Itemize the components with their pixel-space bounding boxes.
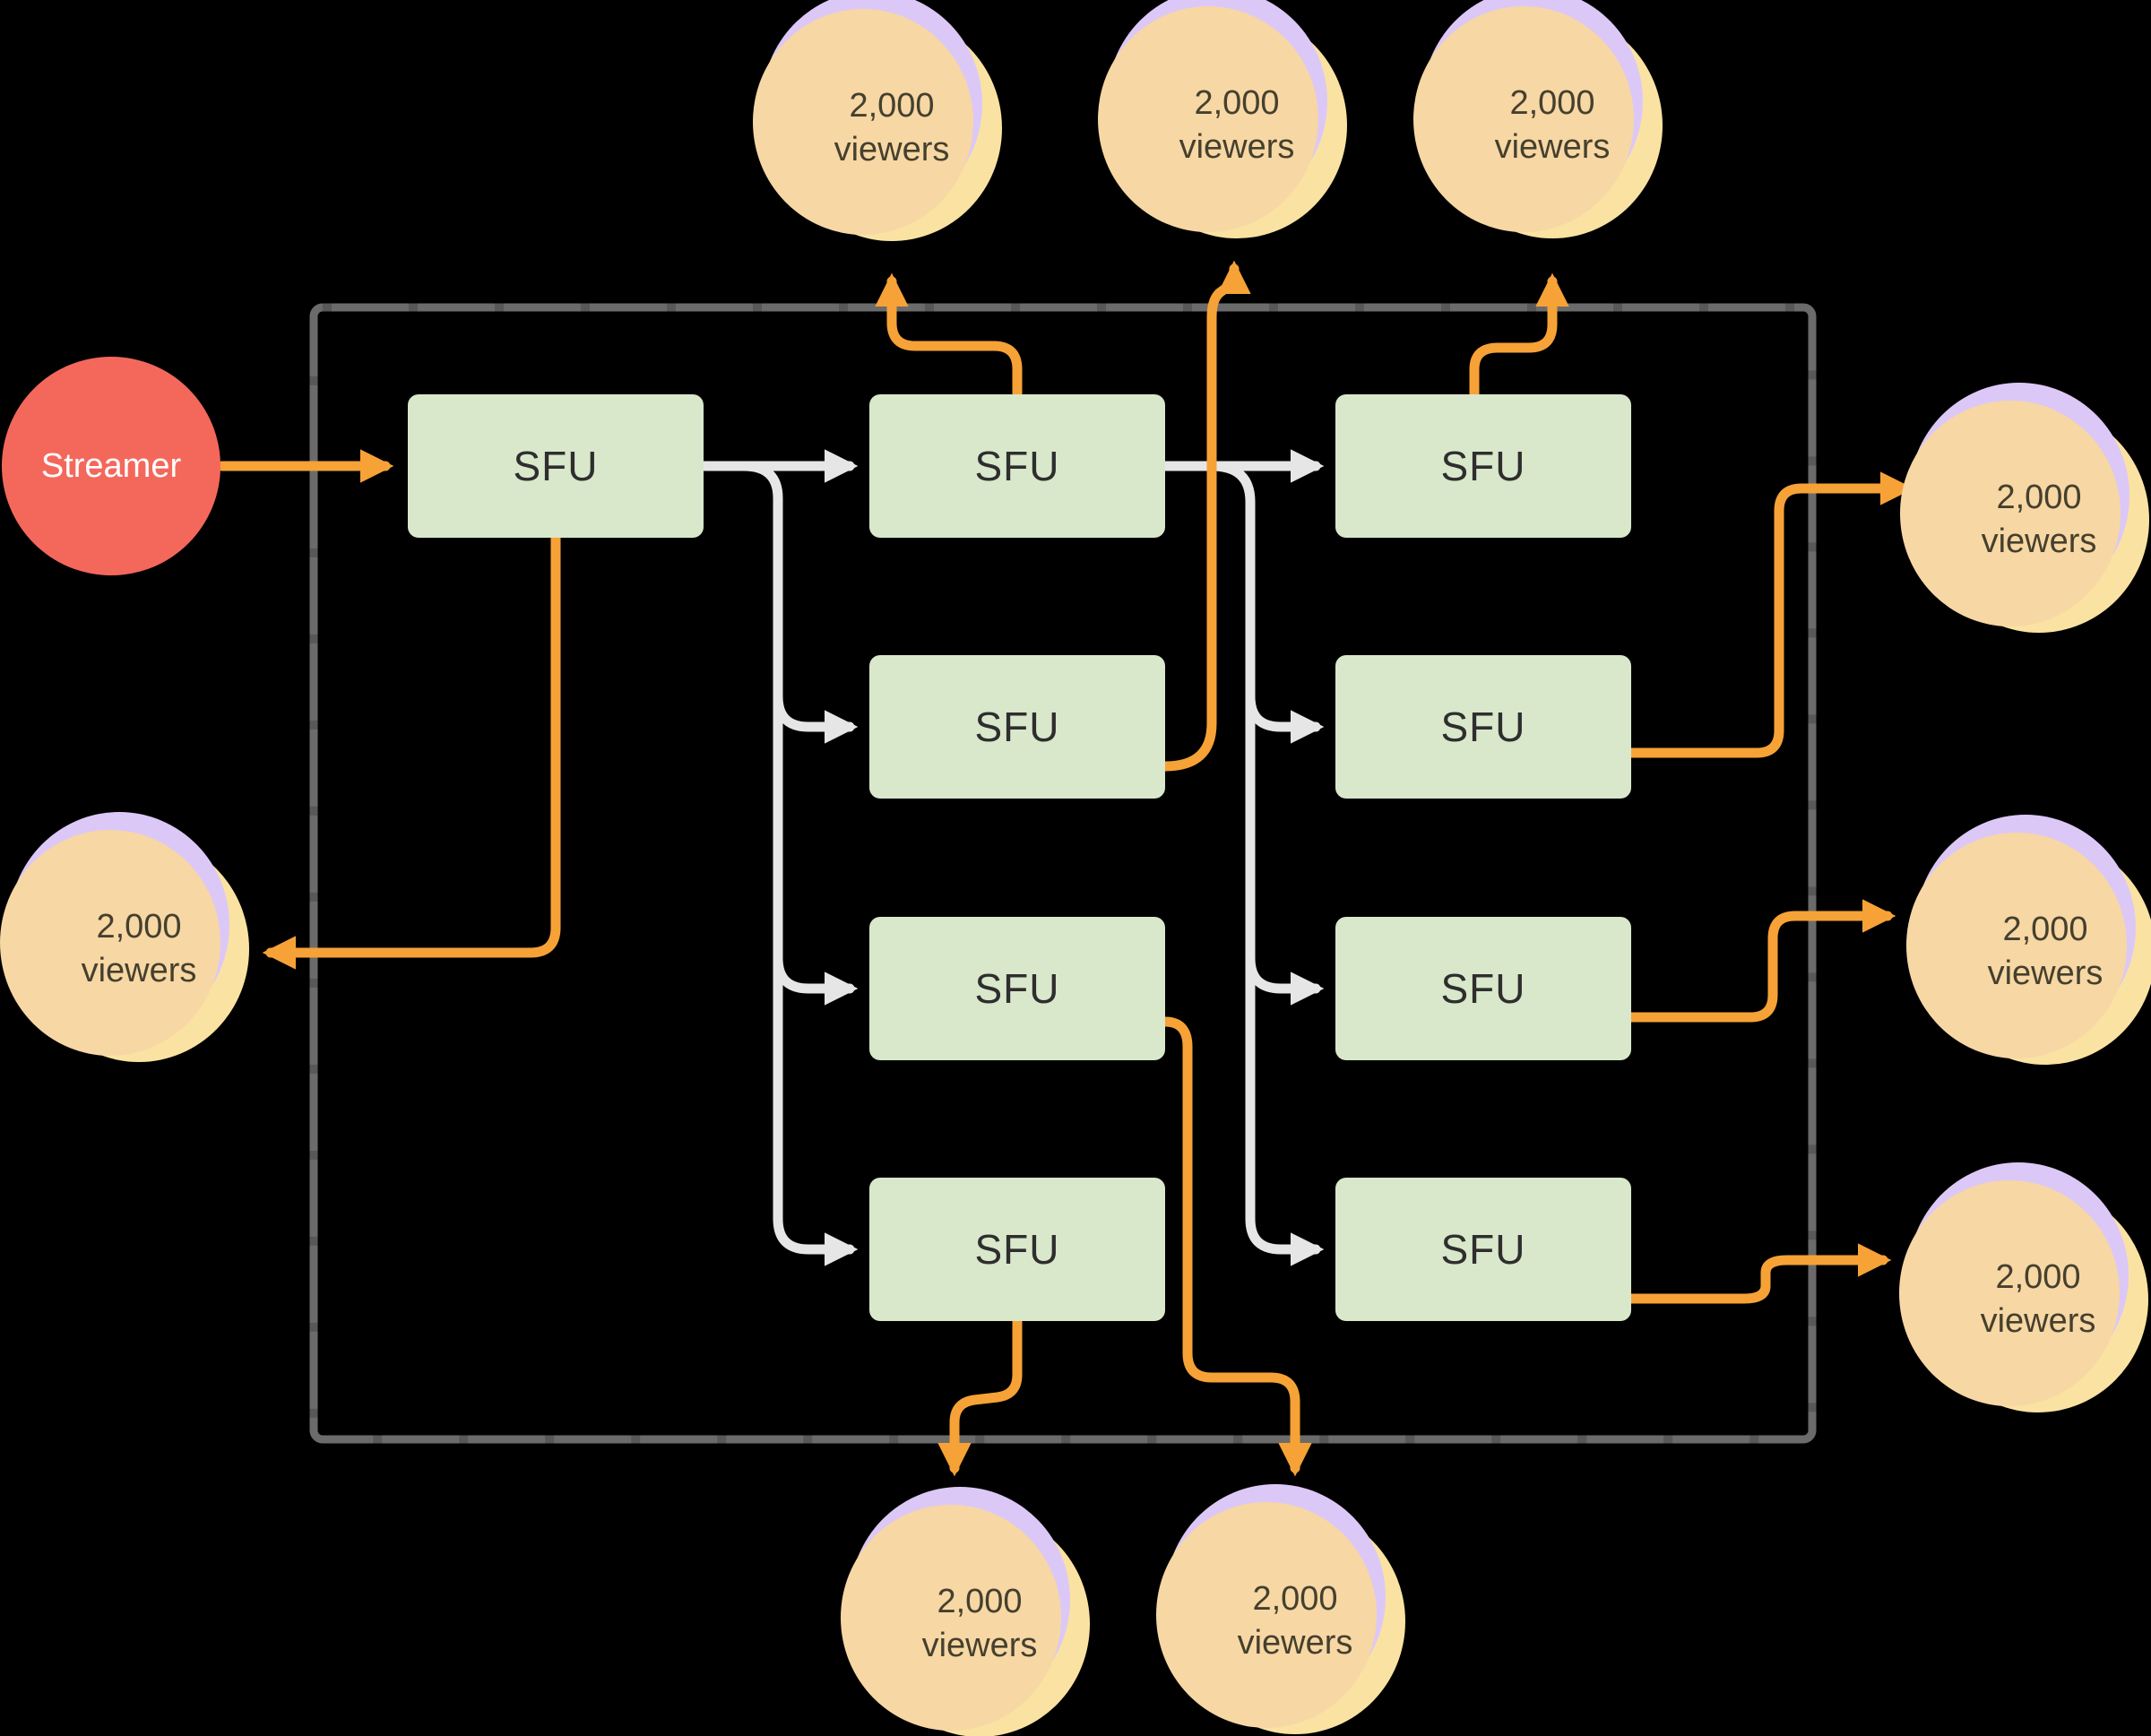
edge-tier3-row4-to-viewers-right3	[1626, 1243, 1892, 1304]
sfu-tier1: SFU	[408, 394, 704, 538]
sfu-label: SFU	[1440, 1226, 1526, 1273]
edge-tier2-to-tier3-row3	[1245, 953, 1325, 1006]
edge-tier1-to-tier2-row3	[773, 953, 859, 1006]
sfu-label: SFU	[513, 443, 599, 489]
sfu-label: SFU	[1440, 704, 1526, 750]
sfu-label: SFU	[1440, 443, 1526, 489]
sfu-tier3-row4: SFU	[1335, 1178, 1631, 1321]
edge-tier2-row2-to-viewers-top2	[1160, 260, 1251, 772]
streamer-label: Streamer	[40, 446, 182, 485]
edge-tier1-to-viewers-left	[262, 532, 561, 970]
sfu-tier2-row1: SFU	[869, 394, 1165, 538]
edge-tier1-to-tier2-row4	[739, 461, 859, 1266]
streamer-node: Streamer	[2, 357, 220, 575]
sfu-label: SFU	[974, 704, 1060, 750]
edge-tier2-to-tier3-row4	[1206, 461, 1325, 1266]
sfu-label: SFU	[974, 443, 1060, 489]
edge-tier2-row3-to-viewers-bottom2	[1160, 1016, 1312, 1477]
sfu-tier2-row3: SFU	[869, 917, 1165, 1060]
edge-tier2-row1-to-viewers-top1	[875, 272, 1023, 400]
cluster-border-ticks	[309, 303, 1817, 1444]
edge-tier3-row3-to-viewers-right2	[1626, 899, 1896, 1023]
edge-tier3-row1-to-viewers-top3	[1469, 272, 1569, 400]
sfu-tier3-row3: SFU	[1335, 917, 1631, 1060]
sfu-tier3-row2: SFU	[1335, 655, 1631, 799]
sfu-label: SFU	[974, 965, 1060, 1012]
edge-tier3-row2-to-viewers-right1	[1626, 471, 1914, 758]
sfu-label: SFU	[1440, 965, 1526, 1012]
edge-tier2-to-tier3-row2	[1245, 691, 1325, 744]
sfu-label: SFU	[974, 1226, 1060, 1273]
edge-tier2-row4-to-viewers-bottom1	[937, 1316, 1023, 1477]
sfu-tier2-row2: SFU	[869, 655, 1165, 799]
sfu-tier3-row1: SFU	[1335, 394, 1631, 538]
sfu-tier2-row4: SFU	[869, 1178, 1165, 1321]
edge-tier1-to-tier2-row2	[773, 691, 859, 744]
